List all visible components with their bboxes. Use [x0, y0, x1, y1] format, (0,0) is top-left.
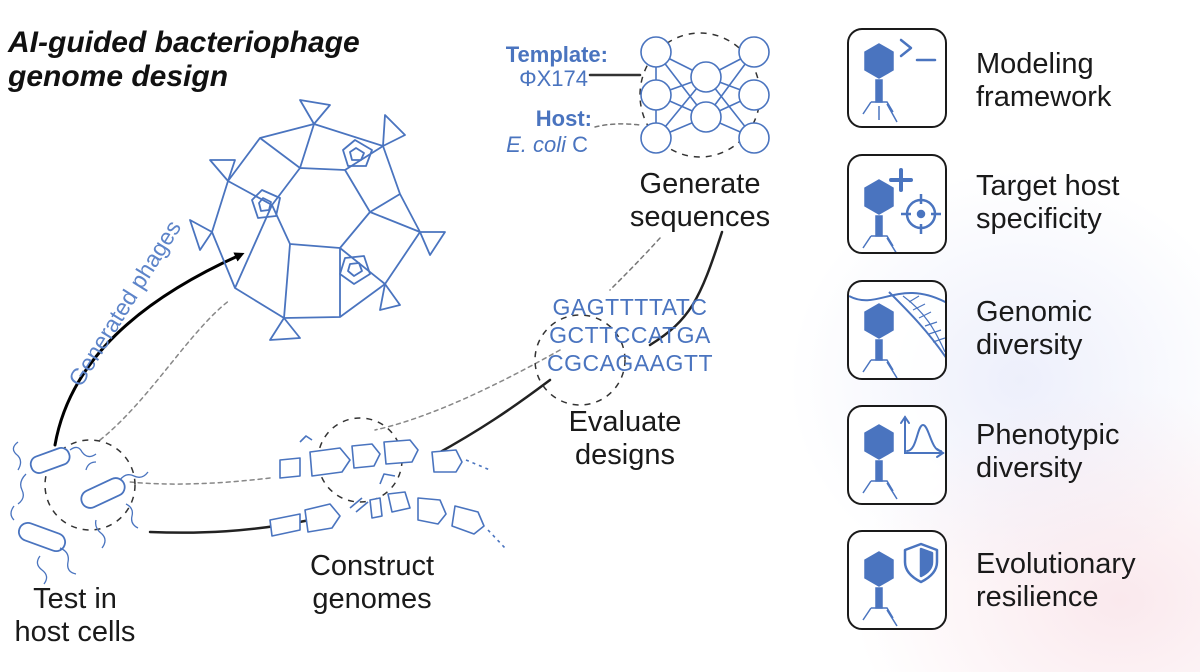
feature-label-evolutionary-resilience: Evolutionary resilience [976, 548, 1136, 613]
step-evaluate-designs: Evaluate designs [568, 406, 682, 471]
feature-icon-genomic-diversity [847, 280, 947, 380]
host-bacteria [10, 441, 149, 585]
template-value: ΦX174 [519, 66, 588, 91]
feature-label-genomic-diversity: Genomic diversity [976, 296, 1093, 361]
phage-glyph [862, 43, 898, 123]
test-selection-circle [44, 439, 136, 531]
capsid-pentamer-inner [349, 147, 365, 161]
host-label: Host: [535, 106, 592, 131]
phage-capsid [189, 99, 446, 341]
network-node [690, 61, 722, 93]
network-node [738, 36, 770, 68]
plus-icon [889, 168, 913, 192]
capsid-spike [379, 283, 401, 311]
neural-network [640, 36, 770, 154]
template-label: Template: [505, 42, 608, 67]
step-test-host-cells: Test in host cells [14, 583, 136, 648]
network-node [738, 79, 770, 111]
capsid-face-center [271, 167, 371, 249]
phage-glyph [862, 179, 897, 252]
connector-evaluate-to-construct [433, 378, 552, 457]
capsid-pentamer [251, 189, 281, 219]
terminal-icon [899, 38, 937, 62]
target-crosshair-icon [901, 194, 941, 234]
capsid-outline [211, 123, 421, 319]
connector-generate-to-evaluate [648, 230, 724, 347]
sequence-block: GAGTTTTATC GCTTCCATGA CGCAGAAGTT [540, 293, 720, 377]
capsid-spike [299, 99, 331, 125]
network-node [640, 122, 672, 154]
connector-test-to-phage-dashed [99, 299, 231, 441]
figure-title: AI-guided bacteriophage genome design [8, 26, 360, 93]
connector-construct-to-test-dashed [129, 477, 271, 485]
connector-generate-to-evaluate-dashed [609, 237, 661, 291]
phage-glyph [862, 424, 898, 500]
sequence-line: GCTTCCATGA [549, 322, 711, 348]
capsid-pentamer-inner [258, 197, 272, 212]
feature-icon-phenotypic-diversity [847, 405, 947, 505]
host-species: E. coli [506, 132, 566, 157]
network-node [690, 101, 722, 133]
sequence-selection-circle [534, 314, 626, 406]
bacterium-flagella [10, 441, 149, 585]
phage-glyph [862, 303, 898, 378]
feature-label-phenotypic-diversity: Phenotypic diversity [976, 419, 1120, 484]
capsid-spike [419, 231, 446, 256]
network-node [640, 79, 672, 111]
genome-construct-lower [269, 473, 506, 549]
step-generate-sequences: Generate sequences [629, 168, 771, 233]
bacterium-cell [29, 446, 71, 474]
shield-icon [903, 542, 939, 584]
sequence-line: GAGTTTTATC [552, 294, 708, 320]
capsid-spike [209, 159, 236, 182]
capsid-pentamer [342, 139, 373, 167]
generated-phages-arrow [53, 252, 245, 447]
host-strain: C [566, 132, 588, 157]
feature-icon-target-host-specificity [847, 154, 947, 254]
genome-construct-upper [279, 435, 491, 479]
host-value: E. coli C [440, 132, 588, 158]
bacterium-cell [18, 521, 66, 553]
capsid-spike [269, 317, 301, 341]
phage-glyph [862, 551, 898, 627]
bacterium-cell [80, 477, 126, 509]
dna-helix-icon [849, 291, 945, 358]
capsid-spike [382, 114, 406, 147]
connector-evaluate-to-construct-dashed [374, 349, 561, 431]
feature-label-modeling-framework: Modeling framework [976, 48, 1112, 113]
network-edges [655, 51, 755, 139]
sequence-line: CGCAGAAGTT [546, 350, 713, 376]
connector-host-to-network [594, 123, 641, 128]
capsid-spike [189, 219, 213, 251]
capsid-edge [227, 123, 421, 319]
network-node [738, 122, 770, 154]
step-construct-genomes: Construct genomes [309, 550, 435, 615]
feature-icon-modeling-framework [847, 28, 947, 128]
distribution-plot-icon [900, 415, 945, 458]
feature-label-target-host-specificity: Target host specificity [976, 170, 1120, 235]
capsid-pentamer-inner [347, 262, 363, 277]
feature-icon-evolutionary-resilience [847, 530, 947, 630]
network-node [640, 36, 672, 68]
